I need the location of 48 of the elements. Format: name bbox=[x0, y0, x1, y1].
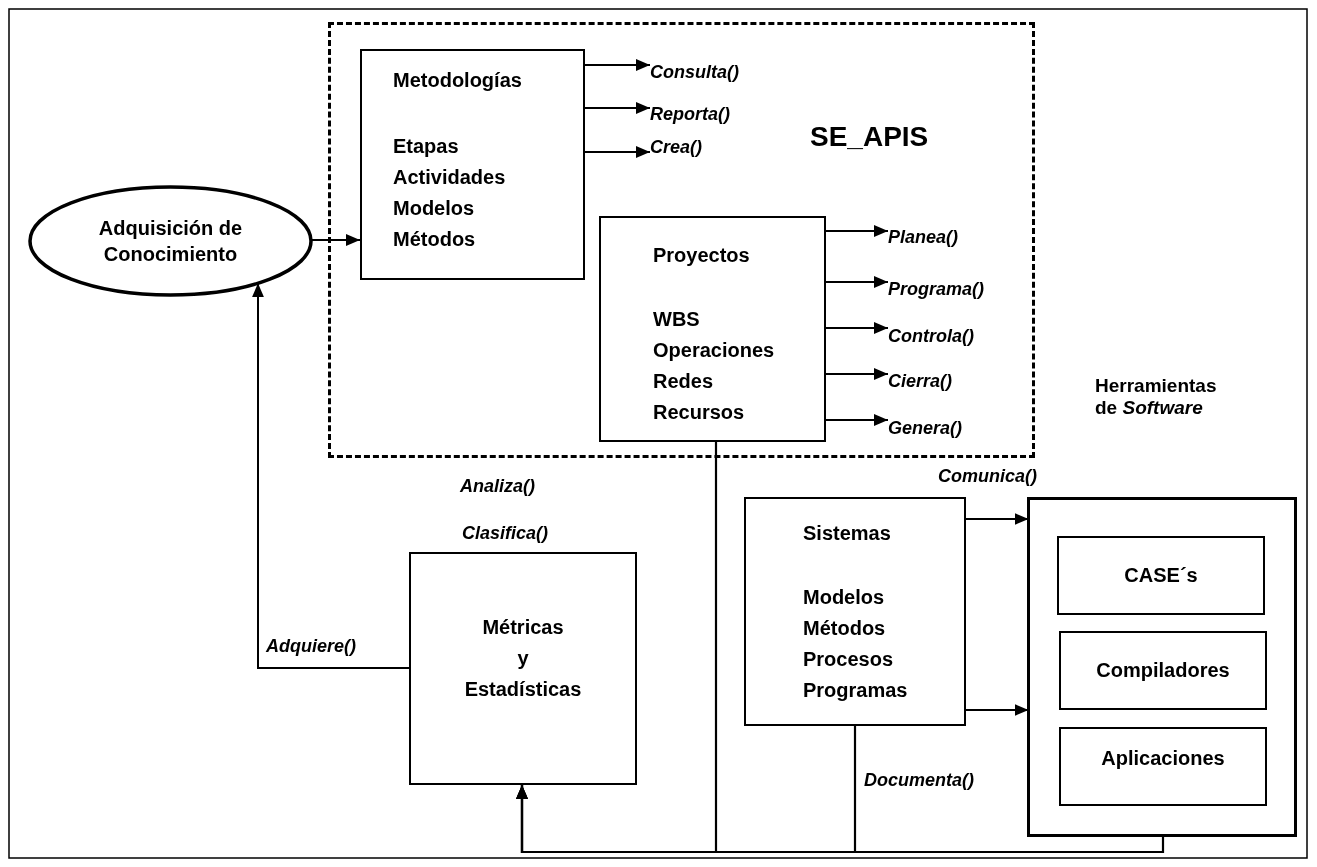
arrow bbox=[965, 513, 1030, 525]
box-title: Metodologías bbox=[393, 69, 522, 92]
method-label: Crea() bbox=[650, 133, 750, 161]
tool-box bbox=[1059, 631, 1267, 710]
process-box bbox=[744, 497, 966, 726]
edge-label: Documenta() bbox=[864, 770, 974, 791]
dashed-group-box bbox=[328, 22, 1035, 458]
box-title: Sistemas bbox=[803, 522, 891, 545]
method-label: Controla() bbox=[888, 322, 1018, 350]
tool-box bbox=[1057, 536, 1265, 615]
box-list: Modelos Métodos Procesos Programas bbox=[803, 582, 963, 706]
arrow bbox=[825, 368, 889, 380]
box-title: Compiladores bbox=[1095, 658, 1231, 683]
edge-label: Comunica() bbox=[938, 466, 1037, 487]
method-label: Clasifica() bbox=[462, 523, 549, 544]
box-title: Adquisición de Conocimiento bbox=[97, 216, 244, 267]
process-ellipse bbox=[28, 185, 313, 297]
method-label: Cierra() bbox=[888, 367, 998, 395]
arrow bbox=[584, 146, 651, 158]
box-title: Métricas y Estadísticas bbox=[463, 615, 583, 702]
arrow bbox=[310, 234, 361, 246]
process-box bbox=[360, 49, 585, 280]
system-title: SE_APIS bbox=[810, 121, 929, 153]
method-label: Planea() bbox=[888, 223, 998, 251]
process-box bbox=[599, 216, 826, 442]
process-box bbox=[409, 552, 637, 785]
box-list: WBS Operaciones Redes Recursos bbox=[653, 304, 813, 428]
method-label: Consulta() bbox=[650, 58, 790, 86]
arrow bbox=[516, 785, 1165, 854]
arrow bbox=[825, 414, 889, 426]
box-list: Etapas Actividades Modelos Métodos bbox=[393, 131, 553, 255]
arrow bbox=[825, 322, 889, 334]
box-title: Proyectos bbox=[653, 244, 750, 267]
box-title: CASE´s bbox=[1123, 563, 1199, 588]
method-label: Programa() bbox=[888, 275, 1028, 303]
method-label: Analiza() bbox=[460, 476, 535, 497]
group-title: Herramientas de Software bbox=[1095, 375, 1218, 419]
arrow bbox=[584, 59, 651, 71]
edge-label: Adquiere() bbox=[266, 636, 356, 657]
method-label: Reporta() bbox=[650, 100, 780, 128]
arrow bbox=[252, 282, 410, 669]
arrow bbox=[584, 102, 651, 114]
arrow bbox=[965, 704, 1030, 716]
box-title: Aplicaciones bbox=[1100, 746, 1226, 771]
method-label: Genera() bbox=[888, 414, 1008, 442]
arrow bbox=[825, 276, 889, 288]
arrow bbox=[825, 225, 889, 237]
tool-box bbox=[1059, 727, 1267, 806]
